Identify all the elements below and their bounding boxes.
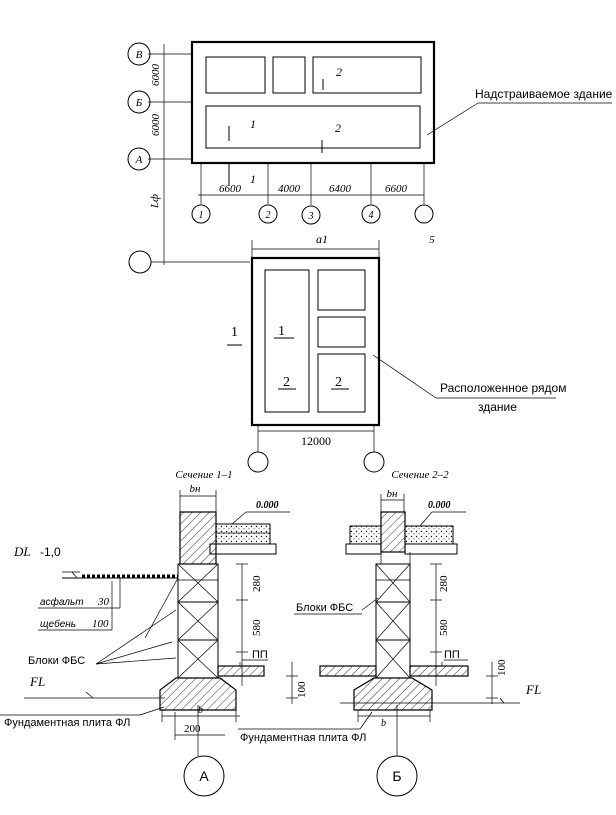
- section-mark-2-right: 2: [335, 375, 342, 390]
- section-2-level: 0.000: [428, 500, 451, 511]
- section-2-b: b: [381, 718, 386, 729]
- section-2-bn: bн: [387, 488, 399, 500]
- dim-row-bottom: 6000: [150, 114, 162, 137]
- dim-col-3: 6400: [329, 183, 352, 195]
- callout-superstructure: Надстраиваемое здание: [475, 87, 613, 101]
- dl-value: -1,0: [40, 545, 61, 559]
- room-3: [312, 56, 422, 94]
- asphalt-value: 30: [97, 596, 110, 608]
- section-1-dim-200: 200: [184, 723, 201, 735]
- section-1-bn: bн: [190, 483, 202, 495]
- section-2-drawing: [238, 494, 520, 797]
- section-1-plate-label: Фундаментная плита ФЛ: [4, 717, 130, 729]
- section-1-drawing: [0, 490, 298, 797]
- section-mark-1-left: 1: [231, 325, 238, 340]
- axis-label-v: В: [136, 49, 143, 61]
- axis-label-5: 5: [429, 234, 435, 246]
- axis-label-a: А: [135, 154, 143, 166]
- lf-label: Lф: [149, 194, 161, 209]
- adjacent-building: [227, 240, 385, 473]
- gravel-value: 100: [92, 618, 109, 630]
- room-mark-1b: 1: [250, 172, 256, 186]
- dl-label: DL: [13, 544, 31, 559]
- layer-asphalt: асфальт: [40, 596, 84, 608]
- dim-row-top: 6000: [150, 64, 162, 87]
- section-1-b: b: [198, 705, 203, 716]
- room-2: [272, 56, 306, 94]
- section-1-title: Сечение 1–1: [175, 469, 232, 481]
- a1-label: a1: [316, 232, 328, 246]
- axis-label-2: 2: [266, 210, 271, 221]
- section-1-axis: А: [199, 768, 209, 784]
- axis-label-3: 3: [308, 211, 314, 222]
- room-mark-1a: 1: [250, 117, 256, 131]
- plan-building: [190, 40, 436, 185]
- section-1-dim-100: 100: [296, 681, 308, 698]
- axis-label-4: 4: [369, 210, 374, 221]
- building-outline: [190, 40, 436, 165]
- section-2-title: Сечение 2–2: [391, 469, 449, 481]
- room-mark-2b: 2: [335, 121, 341, 135]
- section-2-plate-label: Фундаментная плита ФЛ: [240, 732, 366, 744]
- adjacent-callout-line2: здание: [478, 400, 517, 414]
- room-mark-2a: 2: [336, 65, 342, 79]
- section-1-level: 0.000: [256, 500, 279, 511]
- axis-label-b: Б: [135, 97, 143, 109]
- dim-col-4: 6600: [385, 183, 408, 195]
- room-corridor: [205, 105, 421, 149]
- section-1-pp: ПП: [252, 649, 268, 661]
- section-2-pp: ПП: [444, 649, 460, 661]
- section-1-blocks-label: Блоки ФБС: [28, 655, 85, 667]
- dim-col-2: 4000: [278, 183, 301, 195]
- section-2-fl: FL: [525, 682, 541, 697]
- dim-12000: 12000: [301, 434, 331, 448]
- section-2-dim-280: 280: [438, 575, 450, 592]
- layer-gravel: щебень: [40, 618, 76, 630]
- dim-col-1: 6600: [219, 183, 242, 195]
- adjacent-leader: [372, 354, 437, 399]
- section-2-dim-100: 100: [496, 659, 508, 676]
- section-2-dim-580: 580: [438, 619, 450, 636]
- section-2-blocks-label: Блоки ФБС: [296, 602, 353, 614]
- section-mark-2-left: 2: [283, 375, 290, 390]
- section-mark-1-right: 1: [278, 324, 285, 339]
- room-1: [205, 56, 266, 94]
- section-1-dim-280: 280: [251, 575, 263, 592]
- section-2-axis: Б: [392, 768, 401, 784]
- column-axes: [191, 163, 434, 225]
- row-axes: [127, 42, 250, 274]
- axis-label-1: 1: [199, 210, 204, 221]
- section-1-fl: FL: [29, 674, 45, 689]
- section-1-dim-580: 580: [251, 619, 263, 636]
- adjacent-callout-line1: Расположенное рядом: [440, 381, 566, 395]
- callout-leader: [426, 102, 479, 136]
